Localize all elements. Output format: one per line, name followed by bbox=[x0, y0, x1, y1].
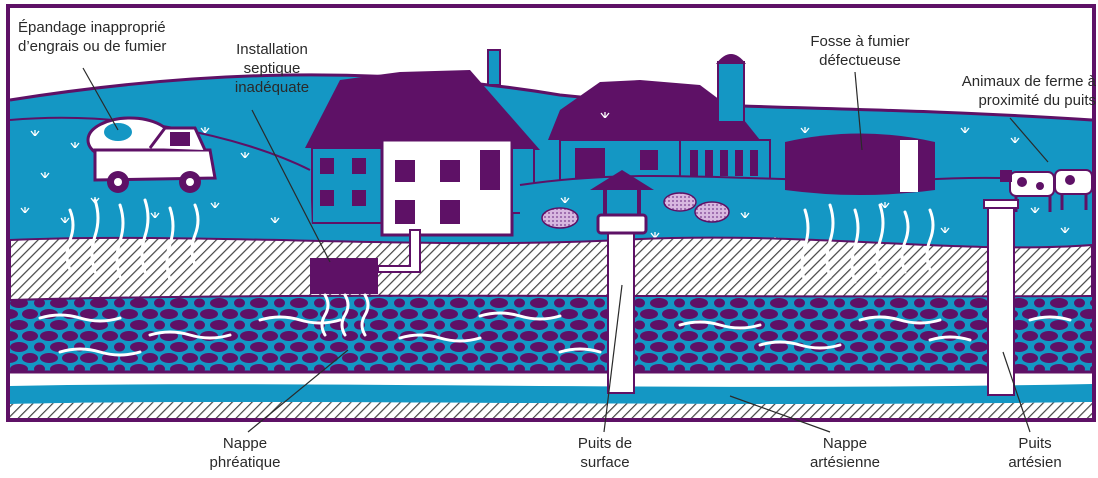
label-nappe-artesienne-line2: artésienne bbox=[790, 453, 900, 472]
label-epandage-line2: d’engrais ou de fumier bbox=[18, 37, 166, 56]
label-nappe-phreatique-line2: phréatique bbox=[190, 453, 300, 472]
label-animaux-line2: proximité du puits bbox=[930, 91, 1096, 110]
label-epandage-line1: Épandage inapproprié bbox=[18, 18, 166, 37]
label-epandage: Épandage inapproprié d’engrais ou de fum… bbox=[18, 18, 166, 56]
label-nappe-phreatique: Nappe phréatique bbox=[190, 434, 300, 472]
label-fosse-line1: Fosse à fumier bbox=[790, 32, 930, 51]
label-fosse-line2: défectueuse bbox=[790, 51, 930, 70]
label-nappe-artesienne: Nappe artésienne bbox=[790, 434, 900, 472]
label-puits-surface-line1: Puits de bbox=[555, 434, 655, 453]
artesian-aquifer-layer bbox=[10, 384, 1092, 404]
label-animaux: Animaux de ferme à proximité du puits bbox=[930, 72, 1096, 110]
label-septique-line3: inadéquate bbox=[222, 78, 322, 97]
label-puits-artesien: Puits artésien bbox=[990, 434, 1080, 472]
water-table-layer bbox=[10, 296, 1092, 372]
label-puits-artesien-line1: Puits bbox=[990, 434, 1080, 453]
label-septique: Installation septique inadéquate bbox=[222, 40, 322, 97]
label-puits-surface: Puits de surface bbox=[555, 434, 655, 472]
label-nappe-phreatique-line1: Nappe bbox=[190, 434, 300, 453]
label-animaux-line1: Animaux de ferme à bbox=[930, 72, 1096, 91]
artesian-well-icon bbox=[984, 200, 1018, 395]
confining-layer bbox=[10, 372, 1092, 386]
label-fosse: Fosse à fumier défectueuse bbox=[790, 32, 930, 70]
label-septique-line1: Installation bbox=[222, 40, 322, 59]
label-nappe-artesienne-line1: Nappe bbox=[790, 434, 900, 453]
label-puits-surface-line2: surface bbox=[555, 453, 655, 472]
manure-pit-icon bbox=[785, 134, 935, 196]
label-puits-artesien-line2: artésien bbox=[990, 453, 1080, 472]
bedrock-layer bbox=[10, 402, 1092, 418]
silo-icon bbox=[716, 54, 746, 122]
label-septique-line2: septique bbox=[222, 59, 322, 78]
